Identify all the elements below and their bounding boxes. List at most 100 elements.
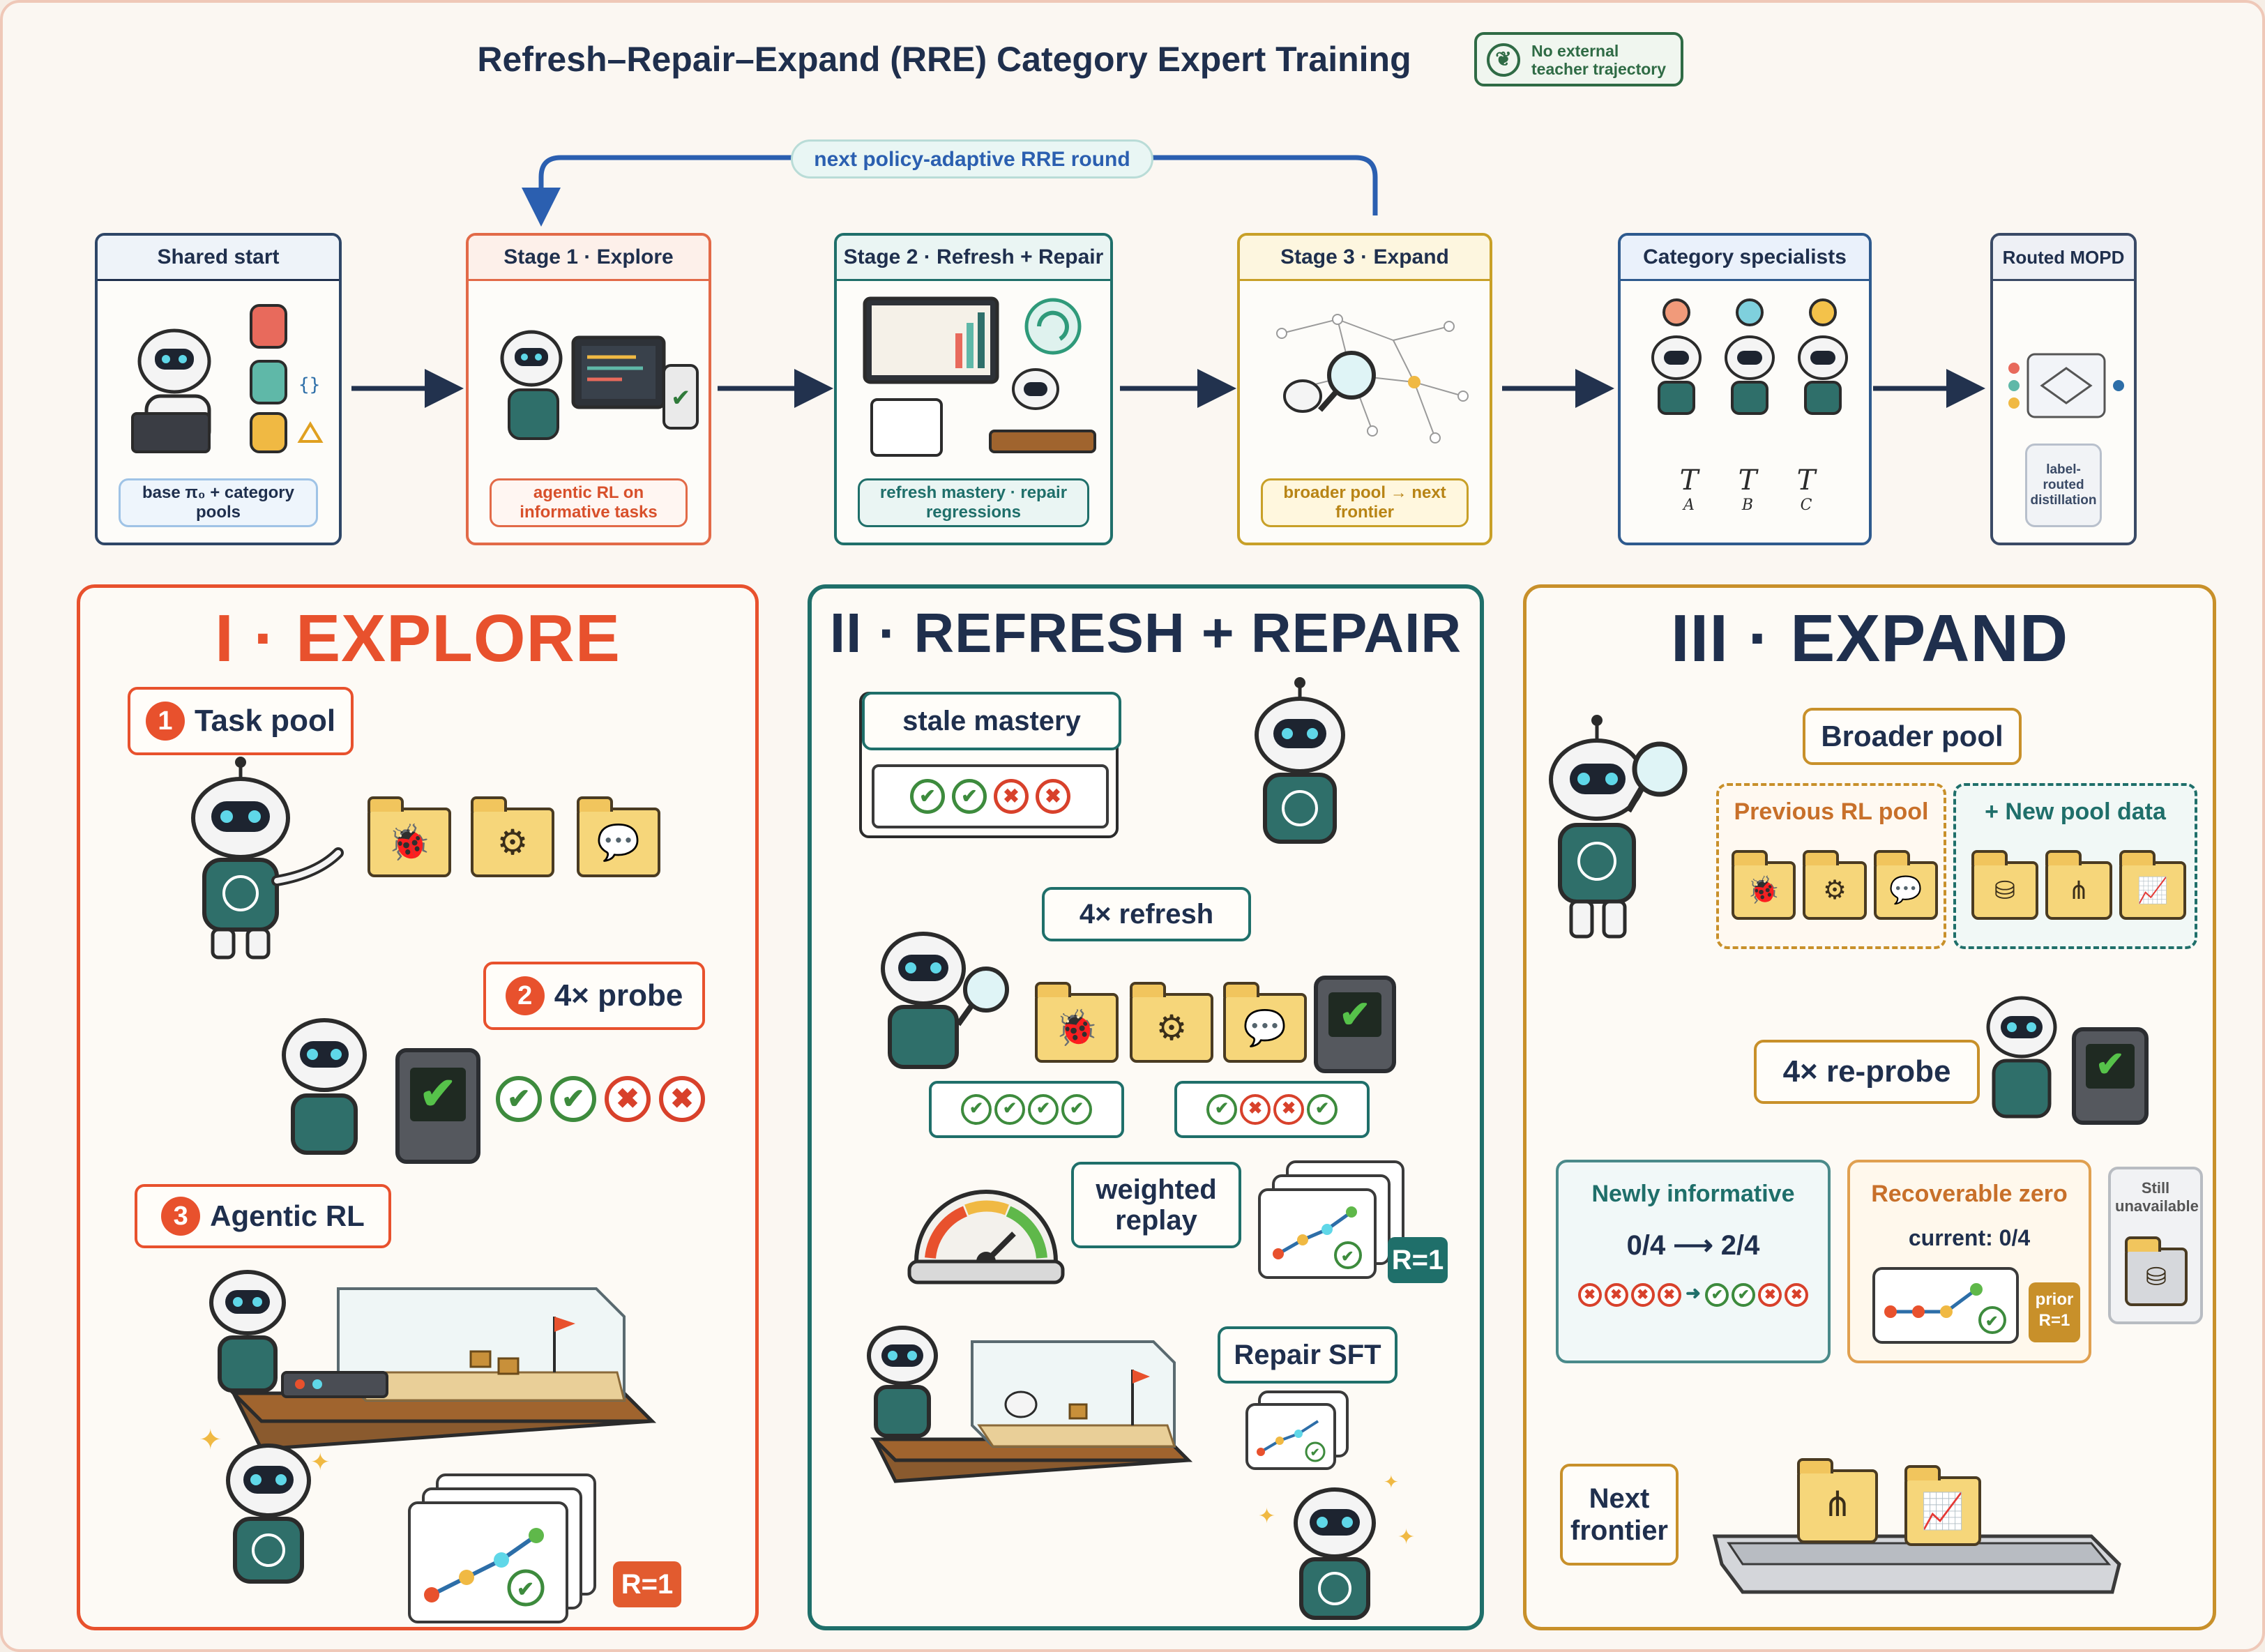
svg-text:✦: ✦ [1397,1526,1415,1549]
trajectory-path-icon: ✔ [424,1528,545,1607]
step1-num: 1 [145,702,185,741]
robot-reprobe-icon [1986,996,2057,1119]
stage1-caption: agentic RL on informative tasks [490,478,688,527]
before-pass-3: ✔ [1028,1094,1059,1125]
reward-badge: R=1 [613,1561,681,1607]
newly-results: ✖✖✖✖ ➜ ✔✔✖✖ [1559,1282,1828,1307]
unavailable-folder: ⛁ [2125,1236,2188,1306]
trajectory-card: ✔ [408,1501,568,1623]
recoverable-current: current: 0/4 [1908,1225,2031,1250]
new-pool-label: + New pool data [1985,798,2166,825]
expand-title: III · EXPAND [1670,601,2069,676]
badge-line-2: teacher trajectory [1531,60,1667,78]
newly-after-3: ✖ [1758,1283,1782,1307]
broader-pool-label: Broader pool [1803,708,2022,765]
repair-card: ✔ [1245,1403,1336,1470]
stage2-card: Stage 2 · Refresh + Repair refresh maste… [834,233,1113,545]
chart-icon: 📈 [1921,1492,1965,1531]
stale-mastery-box: stale mastery ✔✔✖✖ [859,692,1121,838]
refresh-panel: II · REFRESH + REPAIR stale mastery ✔✔✖✖… [808,584,1484,1630]
recoverable-card: ✔ [1872,1267,2019,1344]
previous-pool-label: Previous RL pool [1734,798,1929,825]
newly-title: Newly informative [1591,1181,1795,1207]
reprobe-monitor: ✔ [2072,1027,2149,1125]
gear-icon: ⚙ [497,823,529,862]
bug-folder: 🐞 [368,796,451,877]
stage2-caption: refresh mastery · repair regressions [858,478,1089,527]
specialist-b-sub: B [1741,497,1754,514]
before-pass-2: ✔ [994,1094,1025,1125]
before-pass-4: ✔ [1061,1094,1092,1125]
refresh-monitor: ✔ [1314,976,1396,1073]
robot-pondering-icon [1255,677,1345,844]
gear-icon: ⚙ [1822,876,1847,905]
router-icon [2008,353,2124,418]
bug-icon: 🐞 [1054,1008,1099,1047]
newly-after-1: ✔ [1705,1283,1729,1307]
specialist-b-letter: T [1738,464,1757,497]
specialist-a-letter: T [1679,464,1699,497]
recoverable-title: Recoverable zero [1871,1181,2068,1207]
before-pass-1: ✔ [961,1094,992,1125]
bug-icon: 🐞 [1747,876,1780,905]
frontier-chart-folder: 📈 [1904,1465,1981,1546]
dashboard-repair-icon [863,296,1096,457]
probe-pass-1: ✔ [496,1076,542,1122]
still-unavailable-box: Still unavailable ⛁ [2108,1167,2203,1324]
svg-text:✦: ✦ [1258,1505,1275,1528]
loop-label: next policy-adaptive RRE round [791,139,1153,179]
repair-sandbox-icon [867,1326,1193,1483]
refresh-after-results: ✔✖✖✔ [1174,1081,1370,1138]
stale-fail-2: ✖ [1036,779,1070,814]
frontier-tray-icon [1712,1534,2121,1594]
specialist-a-sub: A [1683,497,1695,514]
prev-gear-folder: ⚙ [1803,850,1867,920]
mopd-card: Routed MOPD label-routed distillation [1990,233,2137,545]
chat-icon: 💬 [1243,1008,1287,1047]
specialists-head: Category specialists [1621,236,1869,281]
stale-fail-1: ✖ [994,779,1029,814]
chat-folder: 💬 [577,796,660,877]
stage3-caption: broader pool → next frontier [1261,478,1469,527]
robot-laptop-icon: {} [131,304,324,453]
after-pass-2: ✔ [1307,1094,1338,1125]
probe-fail-1: ✖ [605,1076,651,1122]
newly-before-4: ✖ [1657,1283,1681,1307]
new-pool-box: + New pool data ⛁ ⋔ 📈 [1953,783,2197,949]
refresh-bug-folder: 🐞 [1035,982,1119,1063]
after-fail-1: ✖ [1240,1094,1271,1125]
next-frontier-label: Next frontier [1560,1464,1679,1566]
no-teacher-badge: ❦ No external teacher trajectory [1474,32,1683,86]
shared-start-caption: base π₀ + category pools [119,478,318,527]
replay-card: ✔ [1258,1188,1377,1279]
stale-results: ✔✔✖✖ [872,764,1109,828]
graph-icon: ⋔ [1823,1485,1852,1524]
network-magnifier-icon [1276,314,1469,444]
gauge-icon [907,1190,1065,1285]
shared-start-head: Shared start [98,236,339,281]
gear-icon: ⚙ [1156,1008,1188,1047]
expand-panel: III · EXPAND Broader pool Previous RL po… [1523,584,2216,1630]
svg-text:✔: ✔ [1341,1248,1354,1265]
reprobe-check-icon: ✔ [2085,1043,2135,1089]
repair-path-icon: ✔ [1257,1420,1326,1462]
leaf-ring-icon: ❦ [1487,43,1520,77]
database-icon: ⛁ [2145,1262,2167,1291]
arrow-icon: ⟶ [1673,1230,1713,1261]
newly-after-4: ✖ [1785,1283,1809,1307]
new-graph-folder: ⋔ [2045,850,2112,920]
refresh-before-results: ✔✔✔✔ [929,1081,1124,1138]
frontier-graph-folder: ⋔ [1797,1458,1878,1543]
prior-reward-badge: prior R=1 [2029,1282,2080,1342]
svg-text:✔: ✔ [1985,1312,1998,1330]
svg-text:✔: ✔ [671,385,691,411]
step2-num: 2 [505,976,545,1015]
prior-reward: R=1 [2038,1311,2070,1330]
